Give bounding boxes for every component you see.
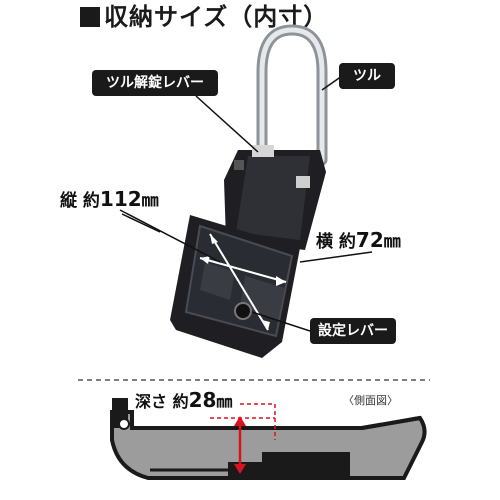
width-prefix: 横 約 xyxy=(316,232,356,252)
setting-lever-icon xyxy=(234,302,252,320)
release-lever-icon xyxy=(252,145,274,157)
length-prefix: 縦 約 xyxy=(60,191,100,211)
width-unit: ㎜ xyxy=(383,232,401,252)
section-marker xyxy=(80,7,100,27)
depth-dimension: 深さ 約28㎜ xyxy=(135,388,232,412)
callout-setting-lever: 設定レバー xyxy=(310,318,396,344)
callout-shackle: ツル xyxy=(339,63,395,89)
width-dimension: 横 約72㎜ xyxy=(316,227,401,252)
length-value: 112 xyxy=(99,187,142,211)
depth-value: 28 xyxy=(188,388,217,412)
depth-unit: ㎜ xyxy=(216,392,233,411)
width-value: 72 xyxy=(355,228,384,252)
callout-shackle-release-lever: ツル解錠レバー xyxy=(92,70,218,96)
depth-prefix: 深さ 約 xyxy=(135,392,189,411)
side-view-label: 〈側面図〉 xyxy=(343,394,398,407)
length-unit: ㎜ xyxy=(141,191,159,211)
length-dimension: 縦 約112㎜ xyxy=(60,186,159,211)
